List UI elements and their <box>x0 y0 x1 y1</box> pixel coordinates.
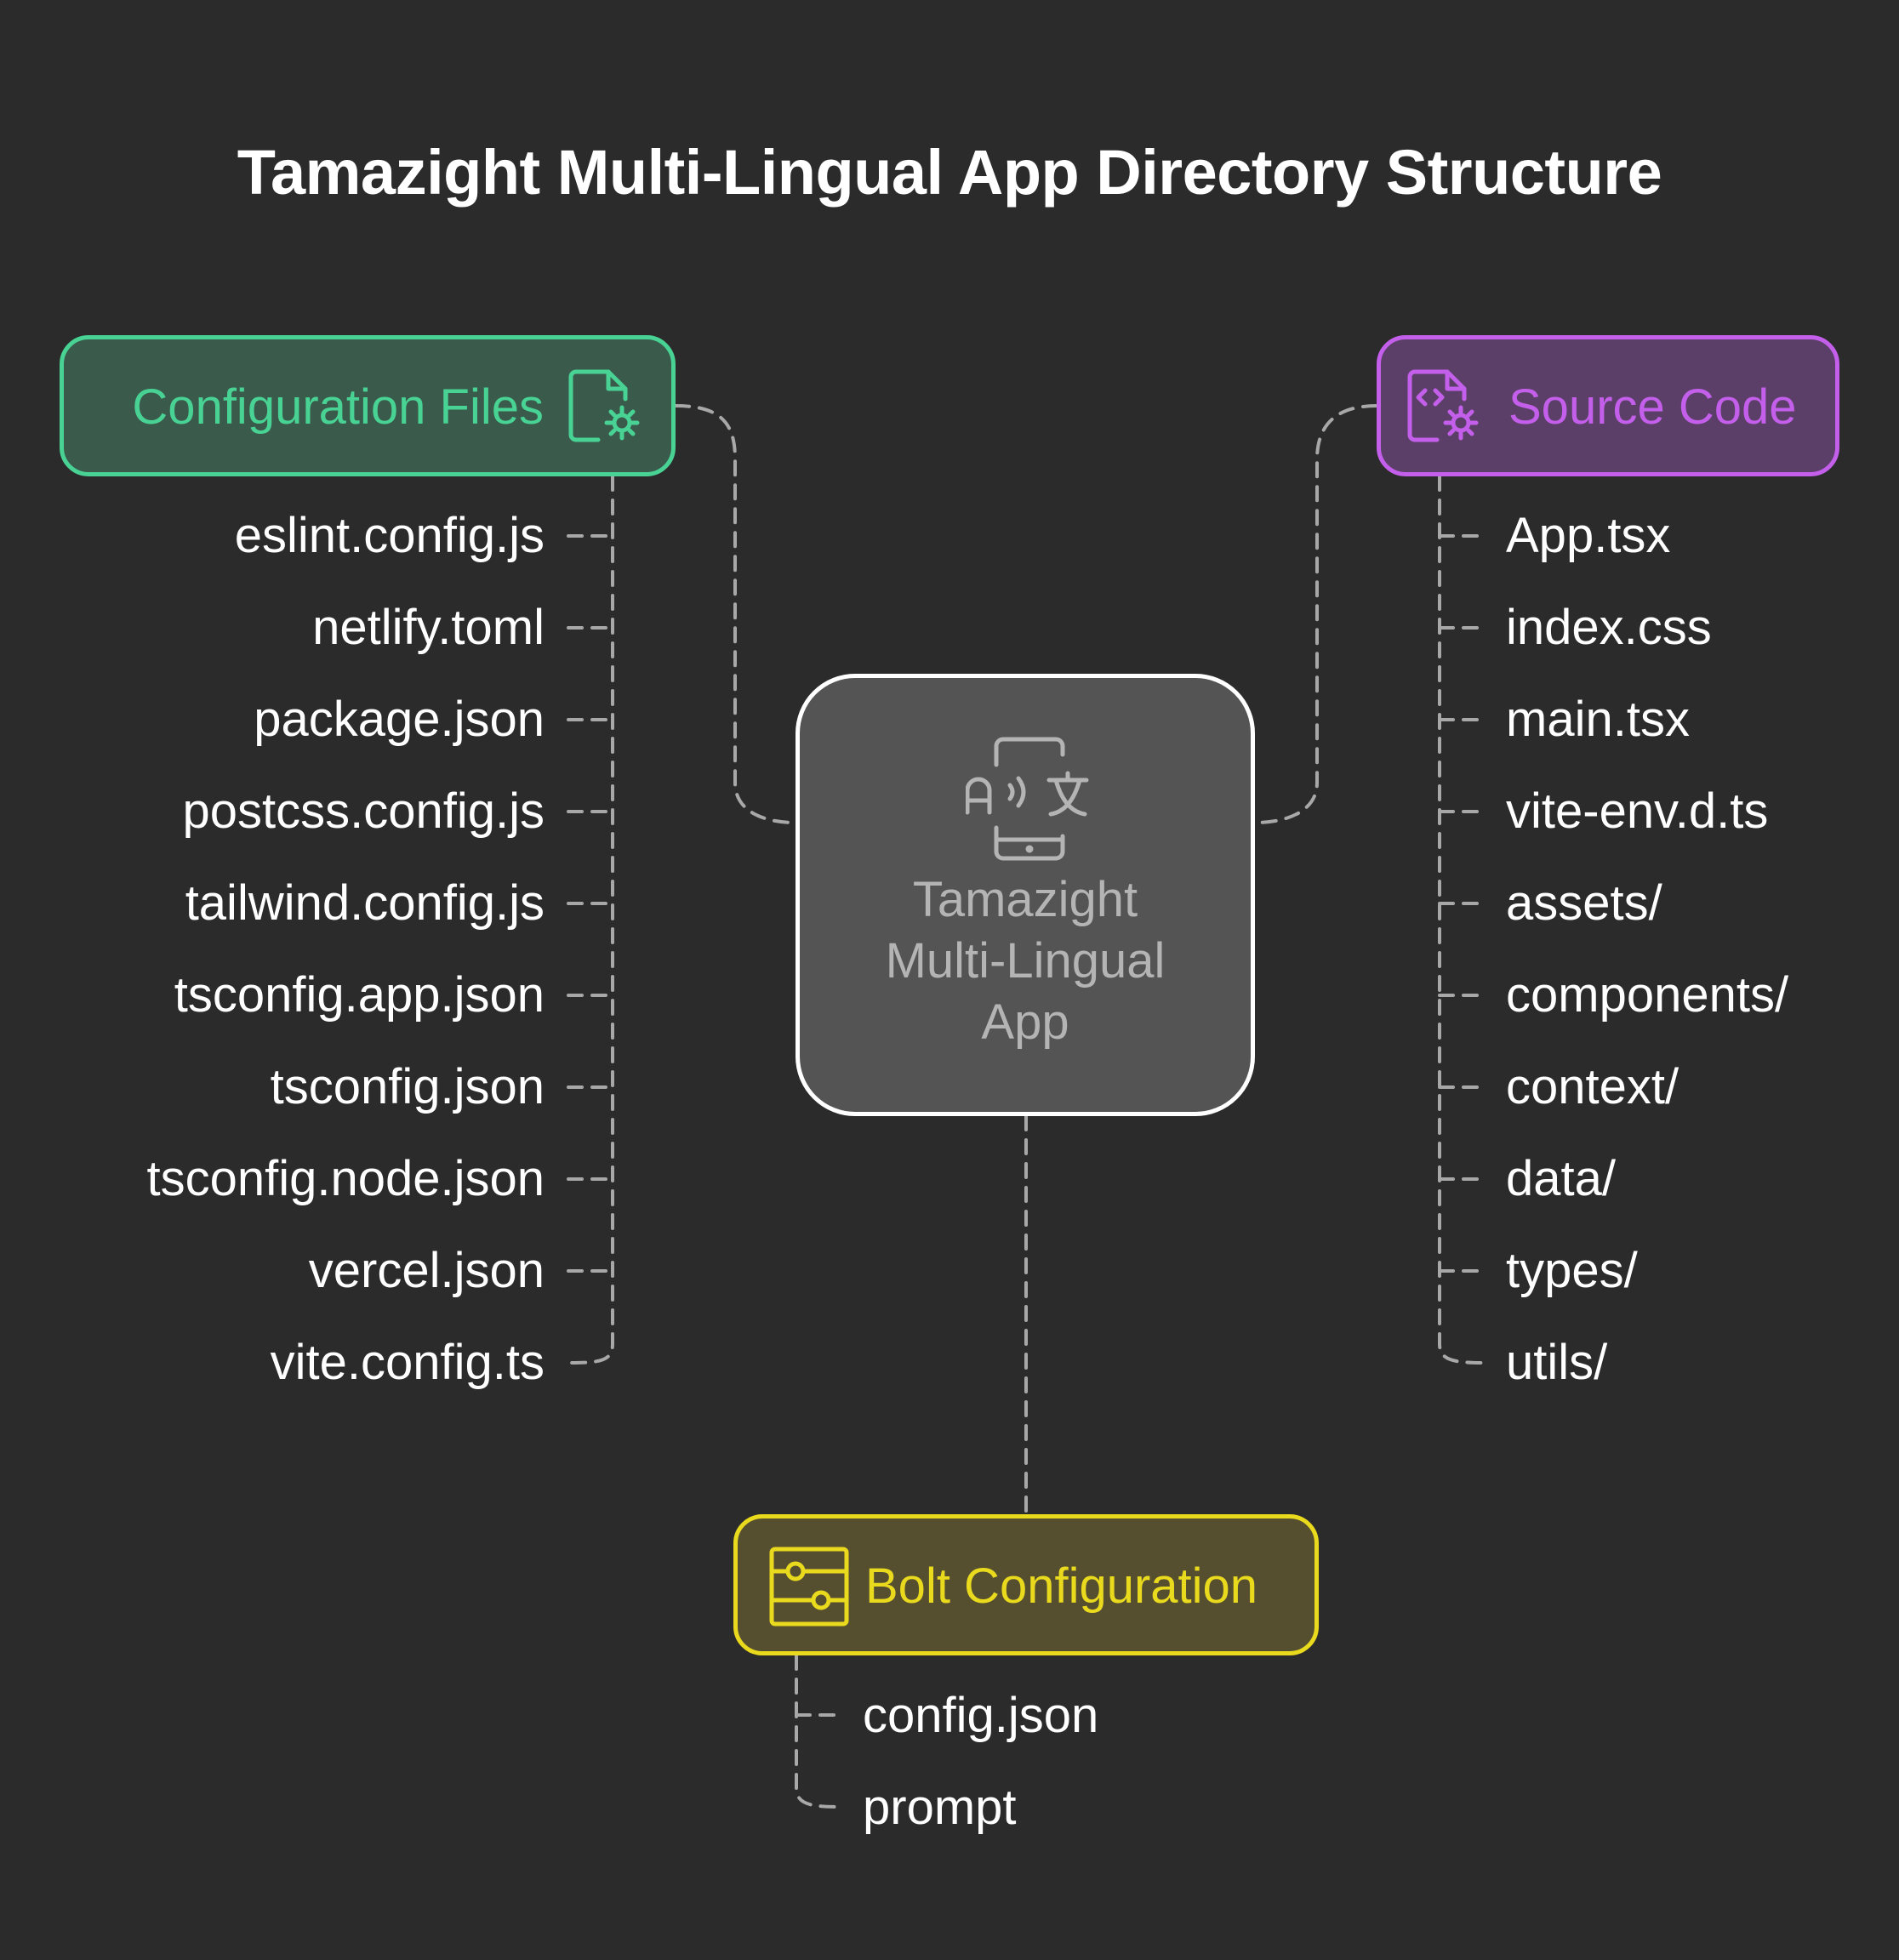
config-file-item: vercel.json <box>308 1243 545 1298</box>
source-folder-item: data/ <box>1506 1151 1616 1206</box>
source-folder-item: context/ <box>1506 1059 1679 1114</box>
source-code-label: Source Code <box>1508 379 1797 435</box>
configuration-files-node: Configuration Files <box>60 335 676 476</box>
config-file-item: vite.config.ts <box>270 1335 545 1390</box>
connector-source-trunk <box>1438 475 1489 1365</box>
bolt-file-item: config.json <box>863 1688 1099 1743</box>
config-file-item: tsconfig.app.json <box>174 967 545 1023</box>
config-file-item: tailwind.config.js <box>185 875 545 931</box>
app-root-label: Tamazight Multi-Lingual App <box>800 869 1251 1053</box>
connector-source-center <box>1253 404 1378 824</box>
source-folder-item: assets/ <box>1506 875 1662 931</box>
configuration-files-label: Configuration Files <box>132 379 544 435</box>
source-code-node: Source Code <box>1377 335 1839 476</box>
connector-config-trunk <box>567 475 614 1365</box>
config-file-item: postcss.config.js <box>182 783 545 839</box>
bolt-file-item: prompt <box>863 1780 1017 1835</box>
file-gear-icon <box>568 369 640 442</box>
diagram-title: Tamazight Multi-Lingual App Directory St… <box>237 137 1662 208</box>
phone-translate-icon <box>966 737 1089 861</box>
source-folder-item: components/ <box>1506 967 1789 1023</box>
source-file-item: vite-env.d.ts <box>1506 783 1769 839</box>
code-file-gear-icon <box>1407 369 1479 442</box>
bolt-configuration-label: Bolt Configuration <box>865 1558 1258 1614</box>
source-folder-item: utils/ <box>1506 1335 1608 1390</box>
config-file-item: tsconfig.node.json <box>146 1151 545 1206</box>
bolt-configuration-node: Bolt Configuration <box>733 1514 1319 1655</box>
app-root-node: Tamazight Multi-Lingual App <box>796 674 1255 1116</box>
connector-bolt-trunk <box>795 1654 844 1809</box>
connector-config-center <box>674 404 797 824</box>
source-file-item: index.css <box>1506 600 1712 655</box>
source-file-item: App.tsx <box>1506 508 1671 563</box>
config-file-item: eslint.config.js <box>234 508 545 563</box>
app-root-label-line: App <box>981 994 1069 1050</box>
source-folder-item: types/ <box>1506 1243 1638 1298</box>
app-root-label-line: Tamazight <box>912 872 1138 927</box>
source-file-item: main.tsx <box>1506 692 1690 747</box>
sliders-icon <box>769 1547 849 1627</box>
config-file-item: tsconfig.json <box>270 1059 545 1114</box>
app-root-label-line: Multi-Lingual <box>885 933 1166 989</box>
config-file-item: netlify.toml <box>312 600 545 655</box>
branch-lines <box>567 534 1489 1717</box>
config-file-item: package.json <box>254 692 545 747</box>
